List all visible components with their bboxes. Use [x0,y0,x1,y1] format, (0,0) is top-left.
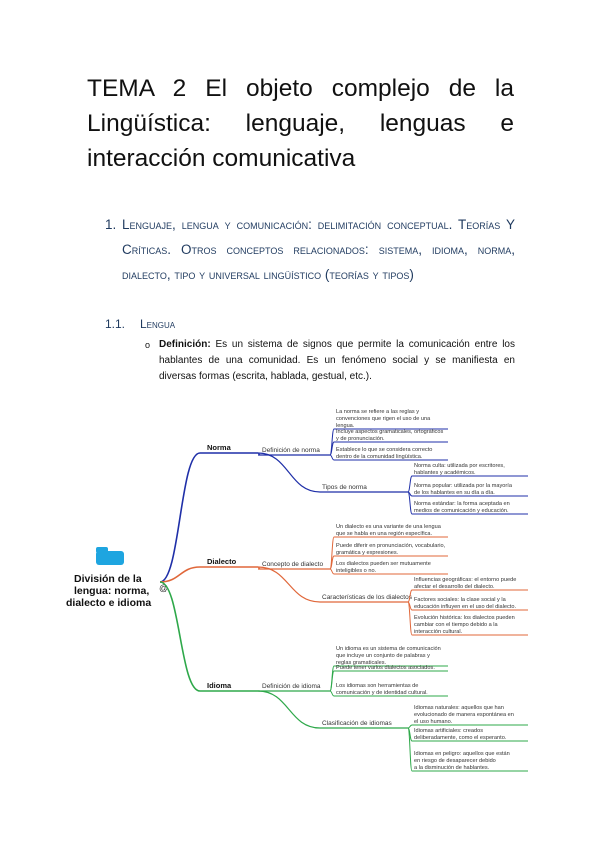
dialecto-sub2-leaf-text: cambiar con el tiempo debido a la [414,622,499,628]
norma-sub1-leaf-text: Incluye aspectos gramaticales, ortográfi… [336,429,443,435]
dialecto-sub1-leaf-text: Puede diferir en pronunciación, vocabula… [336,543,446,549]
dialecto-sub2-leaf-connector [407,601,413,636]
section-number: 1. [105,217,117,232]
norma-sub1-leaf-text: lengua. [336,423,355,429]
definition-body: Es un sistema de signos que permite la c… [159,339,515,382]
dialecto-sub1-leaf-text: Un dialecto es una variante de una lengu… [336,524,442,530]
norma-sub1-leaf-text: convenciones que rigen el uso de una [336,416,431,422]
section-heading: 1. Lenguaje, lengua y comunicación: deli… [105,212,515,287]
central-topic-line: lengua: norma, [74,585,149,597]
norma-sub2-leaf-text: Norma popular: utilizada por la mayoría [414,483,513,489]
idioma-sub2-leaf-text: Idiomas en peligro: aquellos que están [414,751,510,757]
page-title: TEMA 2 El objeto complejo de la Lingüíst… [87,75,514,172]
norma-sub1-leaf-connector [329,454,335,461]
dialecto-sub1-leaf-text: que se habla en una región específica. [336,531,433,537]
idioma-sub2-leaf-text: Idiomas naturales: aquellos que han [414,705,504,711]
folder-icon [96,551,124,565]
branch-dialecto-label: Dialecto [207,557,237,566]
subsection-heading: 1.1. Lengua [105,317,175,331]
idioma-sub2-leaf-text: evolucionado de manera espontánea en [414,712,514,718]
norma-sub2-leaf-connector [407,475,413,493]
definition-text: Definición: Es un sistema de signos que … [145,337,515,385]
norma-sub1-leaf-text: La norma se refiere a las reglas y [336,409,419,415]
definition-term: Definición: [159,339,211,350]
branch-norma-label: Norma [207,443,232,452]
norma-sub2-leaf-text: Norma estándar: la forma aceptada en [414,501,510,507]
idioma-sub1-leaf-text: Un idioma es un sistema de comunicación [336,646,441,652]
norma-sub2-leaf-text: medios de comunicación y educación. [414,508,509,514]
branch-idioma-label: Idioma [207,681,232,690]
dialecto-sub2-leaf-text: Influencias geográficas: el entorno pued… [414,577,516,583]
branch-norma-connector [159,452,201,583]
central-topic-line: dialecto e idioma [66,597,151,609]
idioma-sub1-leaf-connector [329,670,335,692]
norma-sub2-leaf-connector [407,491,413,515]
idioma-sub2-leaf-connector [407,724,413,729]
dialecto-sub2-connector [257,566,321,603]
dialecto-sub1-leaf-text: Los dialectos pueden ser mutuamente [336,561,431,567]
idioma-sub2-leaf-text: en riesgo de desaparecer debido [414,758,496,764]
norma-sub2-leaf-text: Norma culta: utilizada por escritores, [414,463,505,469]
central-topic-line: División de la [74,573,142,585]
norma-sub1-leaf-text: Establece lo que se considera correcto [336,447,432,453]
branch-idioma-connector [159,581,201,692]
dialecto-sub2-leaf-text: Evolución histórica: los dialectos puede… [414,615,515,621]
definition-bullet: o Definición: Es un sistema de signos qu… [145,337,515,385]
norma-sub1-label: Definición de norma [262,447,320,454]
section-text: Lenguaje, lengua y comunicación: delimit… [122,217,515,282]
dialecto-sub2-leaf-text: interacción cultural. [414,629,463,635]
idioma-sub1-leaf-text: que incluye un conjunto de palabras y [336,653,430,659]
idioma-sub2-connector [257,690,321,729]
idioma-sub2-label: Clasificación de idiomas [322,720,392,727]
idioma-sub1-leaf-connector [329,690,335,697]
idioma-sub1-leaf-text: comunicación y de identidad cultural. [336,690,428,696]
idioma-sub2-leaf-text: deliberadamente, como el esperanto. [414,735,507,741]
idioma-sub1-leaf-text: Puede tener varios dialectos asociados. [336,665,435,671]
norma-sub1-leaf-text: y de pronunciación. [336,436,385,442]
idioma-sub2-leaf-text: Idiomas artificiales: creados [414,728,483,734]
dialecto-sub1-leaf-text: inteligibles o no. [336,568,377,574]
dialecto-sub1-label: Concepto de dialecto [262,561,323,568]
bullet-marker: o [145,340,151,350]
idioma-sub1-label: Definición de idioma [262,683,321,690]
norma-sub2-leaf-text: hablantes y académicos. [414,470,476,476]
dialecto-sub1-leaf-connector [329,568,335,575]
idioma-sub2-leaf-connector [407,727,413,772]
idioma-sub1-leaf-text: Los idiomas son herramientas de [336,683,418,689]
norma-sub1-leaf-text: dentro de la comunidad lingüística. [336,454,423,460]
dialecto-sub1-leaf-text: gramática y expresiones. [336,550,399,556]
folder-tab-icon [96,547,108,553]
dialecto-sub2-label: Características de los dialectos [322,594,413,601]
dialecto-sub2-leaf-text: educación influyen en el uso del dialect… [414,604,516,610]
idioma-sub2-leaf-text: el uso humano. [414,719,453,725]
subsection-text: Lengua [140,317,176,331]
branch-dialecto-connector [159,566,201,583]
norma-sub2-connector [257,452,321,493]
dialecto-sub2-leaf-text: afectar el desarrollo del dialecto. [414,584,495,590]
norma-sub2-leaf-text: de los hablantes en su día a día. [414,490,495,496]
idioma-sub2-leaf-text: a la disminución de hablantes. [414,765,490,771]
dialecto-sub2-leaf-text: Factores sociales: la clase social y la [414,597,507,603]
link-icon: @ [159,583,168,593]
norma-sub2-label: Tipos de norma [322,484,367,491]
idioma-sub1-leaf-text: reglas gramaticales. [336,660,387,666]
subsection-number: 1.1. [105,317,126,331]
